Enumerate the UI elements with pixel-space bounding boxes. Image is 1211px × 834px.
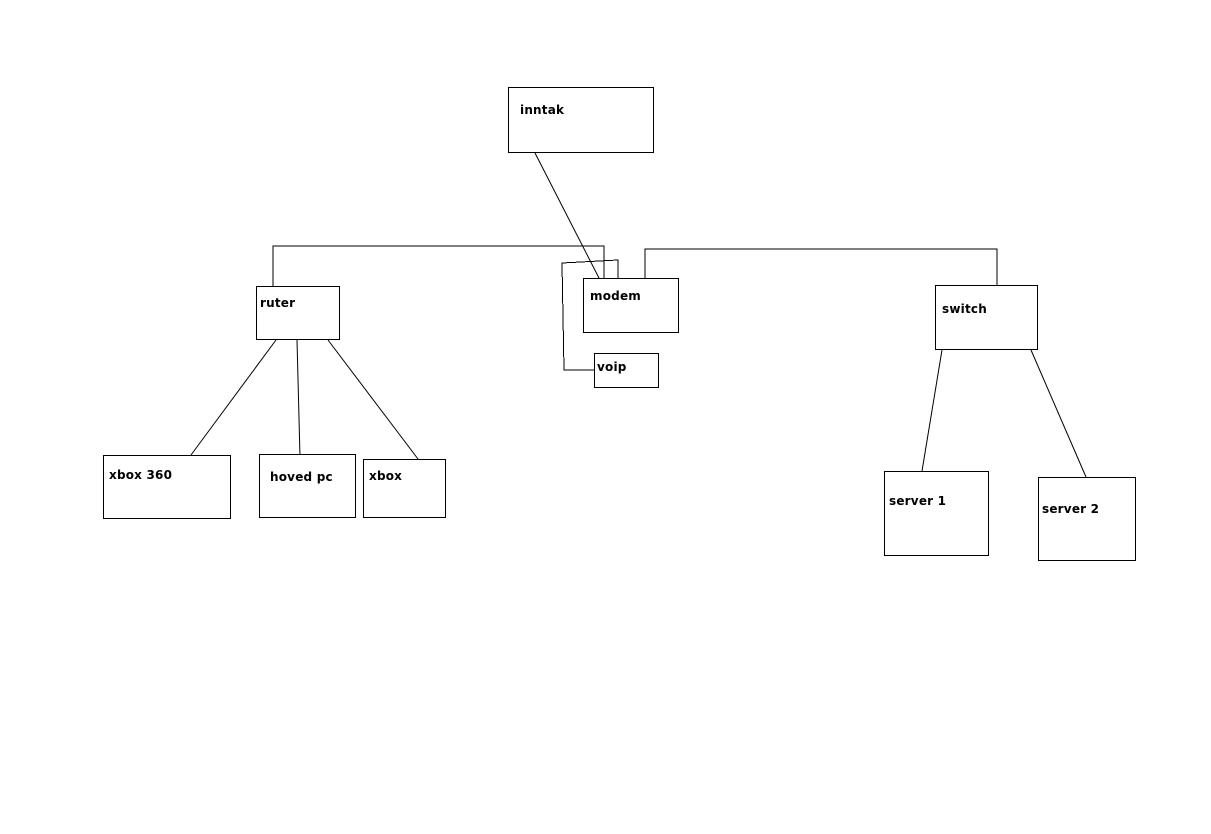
- node-voip: voip: [594, 353, 659, 388]
- node-inntak-label: inntak: [520, 103, 565, 117]
- edge-ruter-xbox: [327, 339, 419, 460]
- edge-modem-switch: [644, 248, 998, 286]
- node-server-1: server 1: [884, 471, 989, 556]
- node-ruter: ruter: [256, 286, 340, 340]
- edge-modem-ruter: [272, 245, 605, 286]
- edge-switch-server1: [921, 349, 943, 472]
- edge-switch-server2: [1030, 349, 1087, 478]
- node-xbox-360: xbox 360: [103, 455, 231, 519]
- node-server-2-label: server 2: [1042, 502, 1100, 516]
- node-xbox-label: xbox: [369, 469, 403, 483]
- edge-inntak-modem: [534, 152, 601, 281]
- node-xbox: xbox: [363, 459, 446, 518]
- node-inntak: inntak: [508, 87, 654, 153]
- node-xbox-360-label: xbox 360: [109, 468, 173, 482]
- node-voip-label: voip: [597, 360, 627, 374]
- node-server-2: server 2: [1038, 477, 1136, 561]
- node-server-1-label: server 1: [889, 494, 947, 508]
- node-hoved-pc: hoved pc: [259, 454, 356, 518]
- edge-ruter-xbox360: [190, 339, 277, 456]
- node-modem: modem: [583, 278, 679, 333]
- node-modem-label: modem: [590, 289, 641, 303]
- edge-ruter-hovedpc: [296, 339, 301, 458]
- node-switch: switch: [935, 285, 1038, 350]
- node-hoved-pc-label: hoved pc: [270, 470, 333, 484]
- node-ruter-label: ruter: [260, 296, 296, 310]
- node-switch-label: switch: [942, 302, 987, 316]
